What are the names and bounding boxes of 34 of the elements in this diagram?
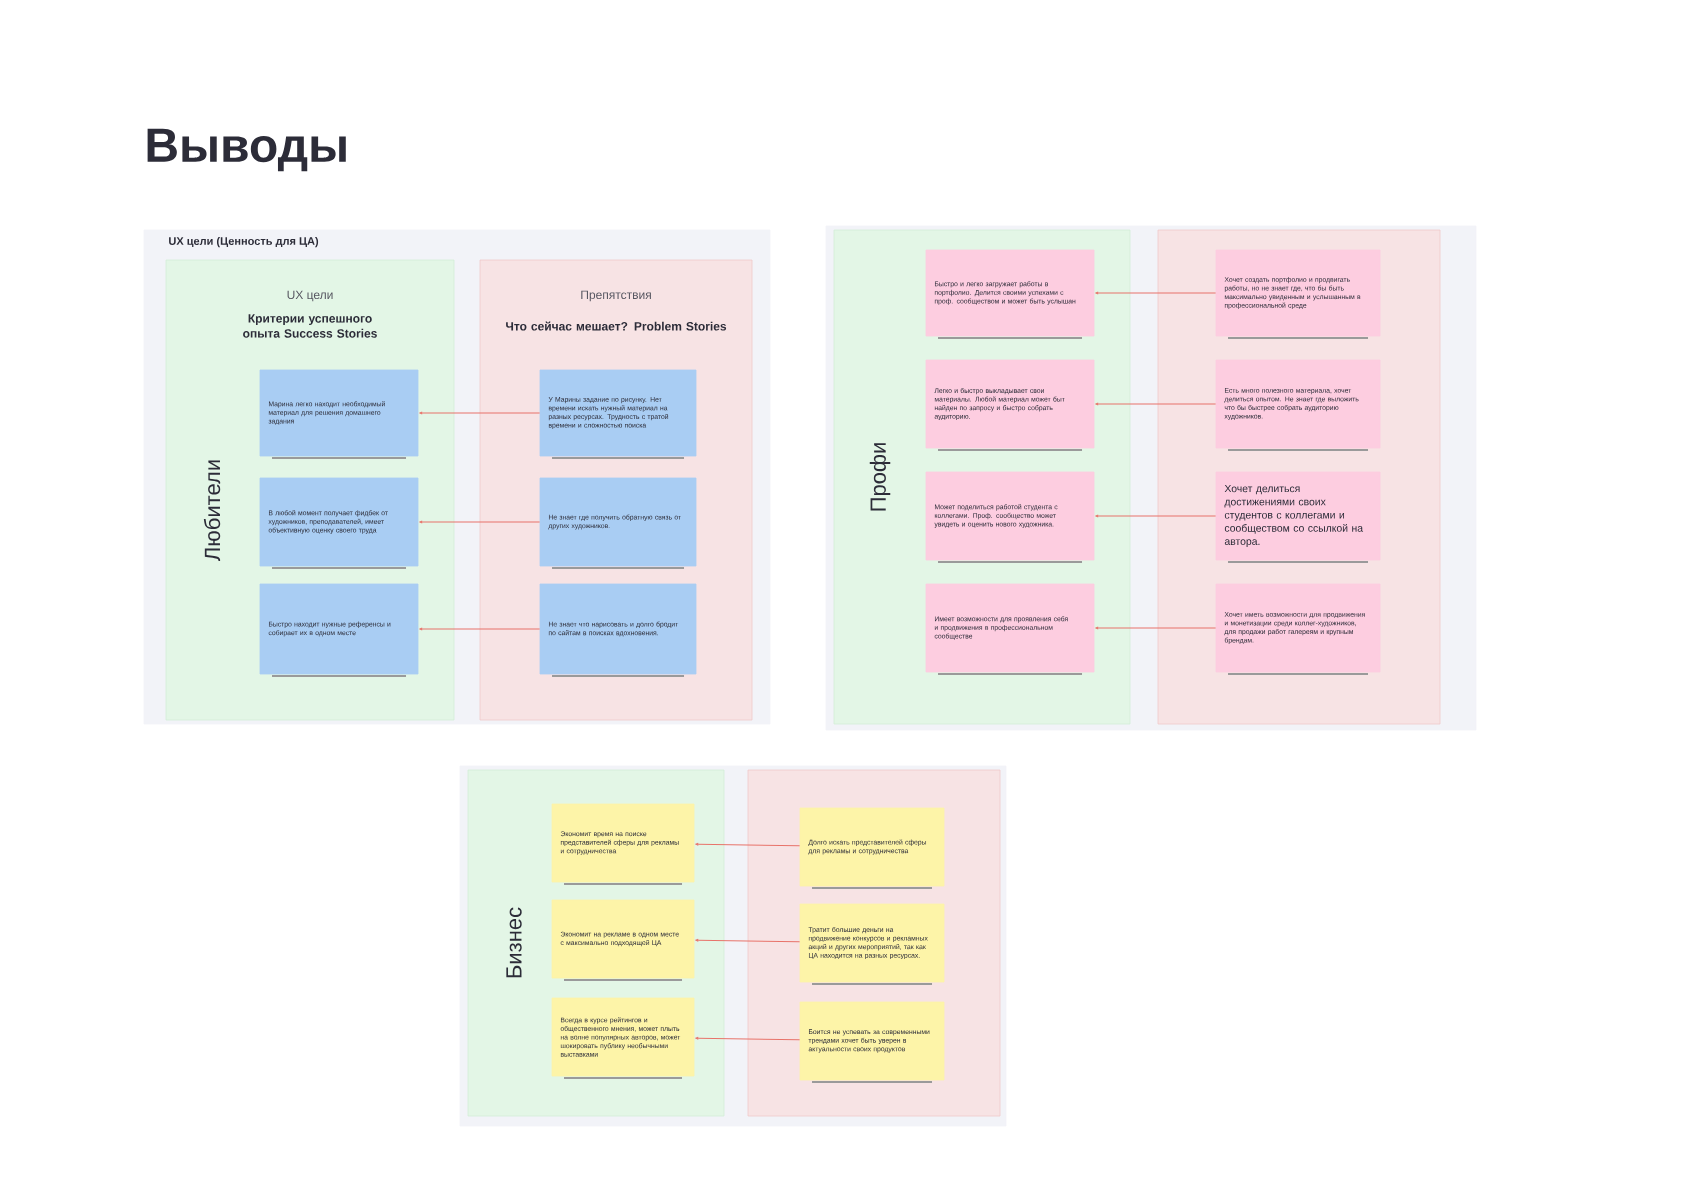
sticky-note [539,583,697,677]
sticky-note [1215,359,1381,451]
connector-arrow [695,842,801,847]
sticky-note [1215,583,1381,675]
sticky-note [259,477,419,569]
sticky-note [925,471,1095,563]
connector-arrow [1095,626,1217,630]
connector-arrow [695,938,801,943]
connector-arrow [1095,514,1217,518]
row-label: Профи [869,443,891,511]
connector-arrow [419,520,541,524]
sticky-note [799,807,945,889]
sticky-note [551,997,695,1079]
connector-arrow [1095,402,1217,406]
sticky-note [1215,249,1381,339]
sticky-note [259,369,419,459]
sticky-note [551,803,695,885]
sticky-note [925,359,1095,451]
sticky-note [259,583,419,677]
sticky-note [551,899,695,981]
page-title: Выводы [147,128,346,172]
sticky-note [925,249,1095,339]
sticky-note [799,1001,945,1083]
row-label: Любители [203,460,221,561]
sticky-note [799,903,945,985]
connector-arrow [419,411,541,415]
connector-arrow [1095,291,1217,295]
sticky-note [539,477,697,569]
connector-arrow [695,1036,801,1041]
sticky-note [925,583,1095,675]
sticky-note [539,369,697,459]
row-label: Бизнес [506,907,522,978]
connector-arrow [419,627,541,631]
sticky-note [1215,471,1381,563]
